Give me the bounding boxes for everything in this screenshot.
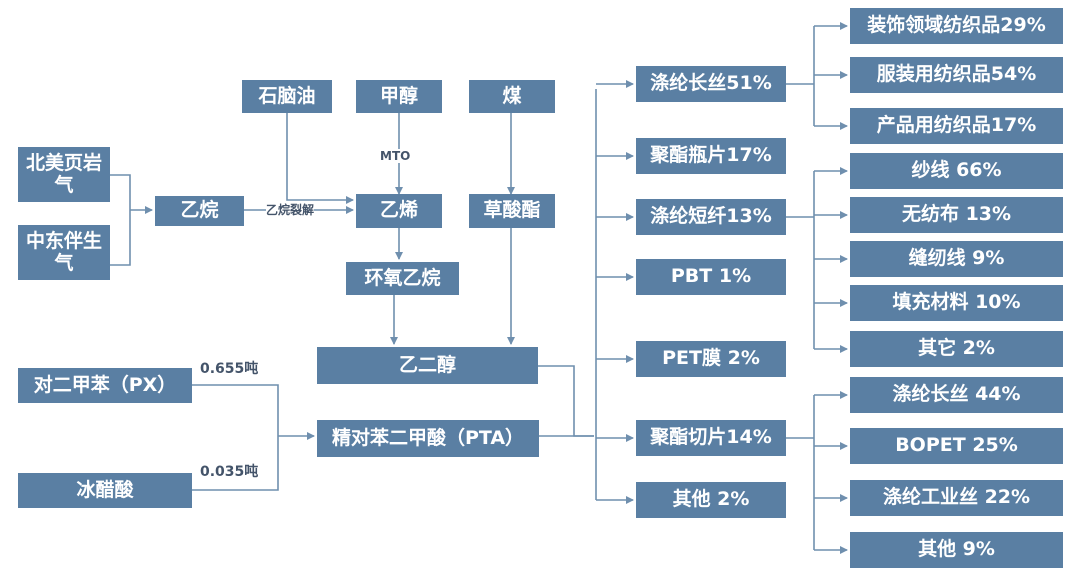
filament-use-box-industrial: 产品用纺织品17% [850,108,1063,144]
polyester-use-box-chip: 聚酯切片14% [636,420,786,456]
coal-box: 煤 [469,80,555,113]
ethylene-oxide-box: 环氧乙烷 [346,262,459,295]
meg-box: 乙二醇 [317,347,538,384]
polyester-use-box-staple: 涤纶短纤13% [636,199,786,235]
oxalate-box: 草酸酯 [469,194,555,228]
staple-use-box-thread: 缝纫线 9% [850,241,1063,277]
chip-use-box-filament: 涤纶长丝 44% [850,377,1063,413]
staple-use-box-nonwoven: 无纺布 13% [850,197,1063,233]
filament-use-box-apparel: 服装用纺织品54% [850,57,1063,93]
chip-use-box-industrial-yarn: 涤纶工业丝 22% [850,480,1063,516]
polyester-use-box-pet-film: PET膜 2% [636,341,786,377]
staple-use-box-filling: 填充材料 10% [850,285,1063,321]
ethane-cracking-label: 乙烷裂解 [266,203,315,217]
methanol-box: 甲醇 [356,80,442,113]
filament-use-box-decor: 装饰领域纺织品29% [850,8,1063,44]
px-box: 对二甲苯（PX） [18,368,192,403]
middle-east-gas-box: 中东伴生气 [18,225,110,280]
ethane-box: 乙烷 [155,196,244,226]
polyester-use-box-filament: 涤纶长丝51% [636,66,786,102]
pta-box: 精对苯二甲酸（PTA） [317,420,539,457]
ethylene-box: 乙烯 [356,194,442,228]
acetic-acid-box: 冰醋酸 [18,473,192,508]
shale-gas-box: 北美页岩气 [18,147,110,202]
px-ratio-label: 0.655吨 [200,361,259,377]
mto-label: MTO [380,149,411,163]
polyester-use-box-pbt: PBT 1% [636,259,786,295]
chip-use-box-other: 其他 9% [850,532,1063,568]
chip-use-box-bopet: BOPET 25% [850,428,1063,464]
polyester-use-box-other: 其他 2% [636,482,786,518]
staple-use-box-yarn: 纱线 66% [850,153,1063,189]
naphtha-box: 石脑油 [242,80,332,113]
staple-use-box-other: 其它 2% [850,331,1063,367]
polyester-use-box-bottle-chip: 聚酯瓶片17% [636,138,786,174]
acetic-ratio-label: 0.035吨 [200,464,259,480]
